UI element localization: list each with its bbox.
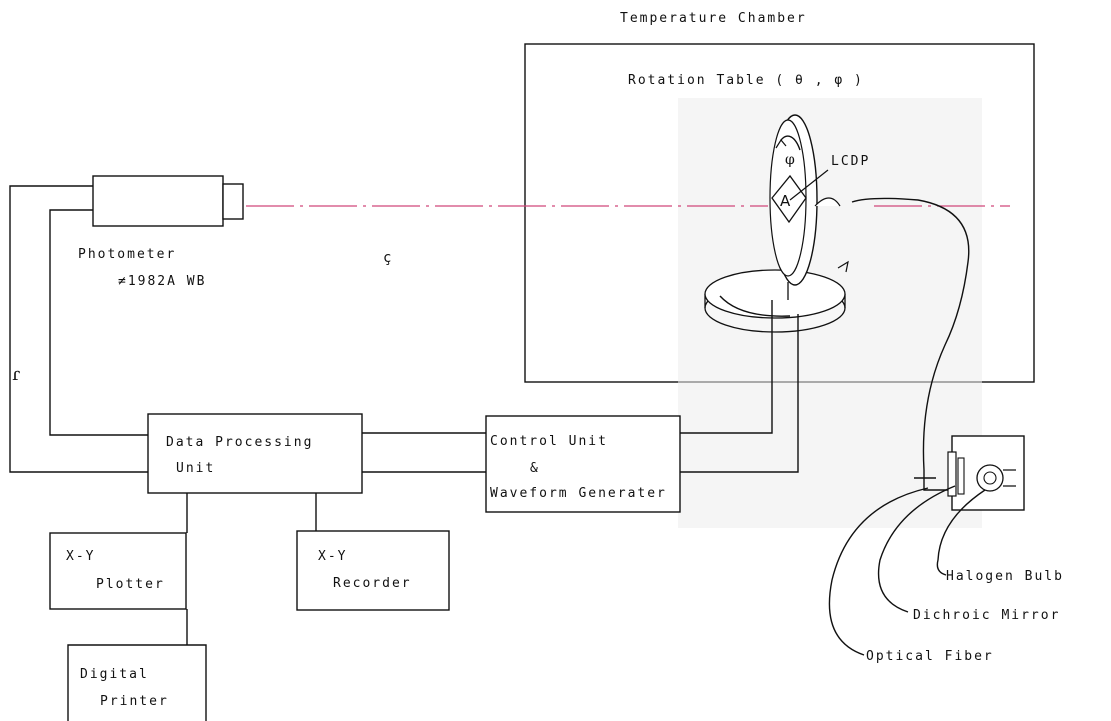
photometer-model: ≠1982A WB [118, 274, 206, 289]
photometer-body [92, 175, 224, 227]
light-source [914, 435, 1025, 511]
xy-recorder-box [296, 530, 450, 611]
stray-mark: ɾ [12, 364, 20, 385]
lcdp-label: LCDP [831, 154, 870, 169]
dichroic-mirror [947, 451, 957, 497]
data-processing-label-2: Unit [176, 461, 215, 476]
stray-mark: ç [383, 250, 391, 266]
temperature-chamber-title: Temperature Chamber [620, 11, 807, 26]
optical-fiber-leader [828, 487, 929, 656]
photometer-lens [222, 183, 244, 220]
xy-plotter-label-1: X-Y [66, 549, 95, 564]
wire-photometer-outer [9, 185, 148, 473]
optical-fiber-label: Optical Fiber [866, 649, 994, 664]
control-unit-label-1: Control Unit [490, 434, 608, 449]
disc-holder: φ A [769, 114, 841, 300]
lcdp-panel-letter: A [780, 192, 791, 210]
control-unit-box [485, 415, 681, 513]
rotation-table-label: Rotation Table ( θ , φ ) [628, 73, 864, 88]
xy-plotter-box [49, 532, 187, 610]
lcdp-panel [771, 174, 807, 224]
digital-printer-label-1: Digital [80, 667, 149, 682]
halogen-bulb-label: Halogen Bulb [946, 569, 1064, 584]
dichroic-mirror-label: Dichroic Mirror [913, 608, 1060, 623]
wire-control-table-2 [680, 314, 799, 473]
wire-control-table-1 [680, 300, 773, 434]
wire-photometer-inner [49, 209, 148, 436]
xy-recorder-label-1: X-Y [318, 549, 347, 564]
lcdp-leader-line [789, 169, 829, 201]
photometer [92, 175, 244, 227]
control-unit-label-3: Waveform Generater [490, 486, 667, 501]
xy-plotter-label-2: Plotter [96, 577, 165, 592]
optical-fiber-cable [851, 197, 970, 471]
rotation-table [704, 260, 849, 333]
halogen-bulb-leader [936, 489, 986, 576]
digital-printer-label-2: Printer [100, 694, 169, 709]
data-processing-label-1: Data Processing [166, 435, 313, 450]
control-unit-label-2: & [530, 461, 540, 476]
digital-printer-box [67, 644, 207, 721]
xy-recorder-label-2: Recorder [333, 576, 412, 591]
dichroic-mirror-leader [877, 485, 956, 613]
data-processing-unit-box [147, 413, 363, 494]
photometer-label: Photometer [78, 247, 176, 262]
svg-text:φ: φ [785, 152, 795, 168]
